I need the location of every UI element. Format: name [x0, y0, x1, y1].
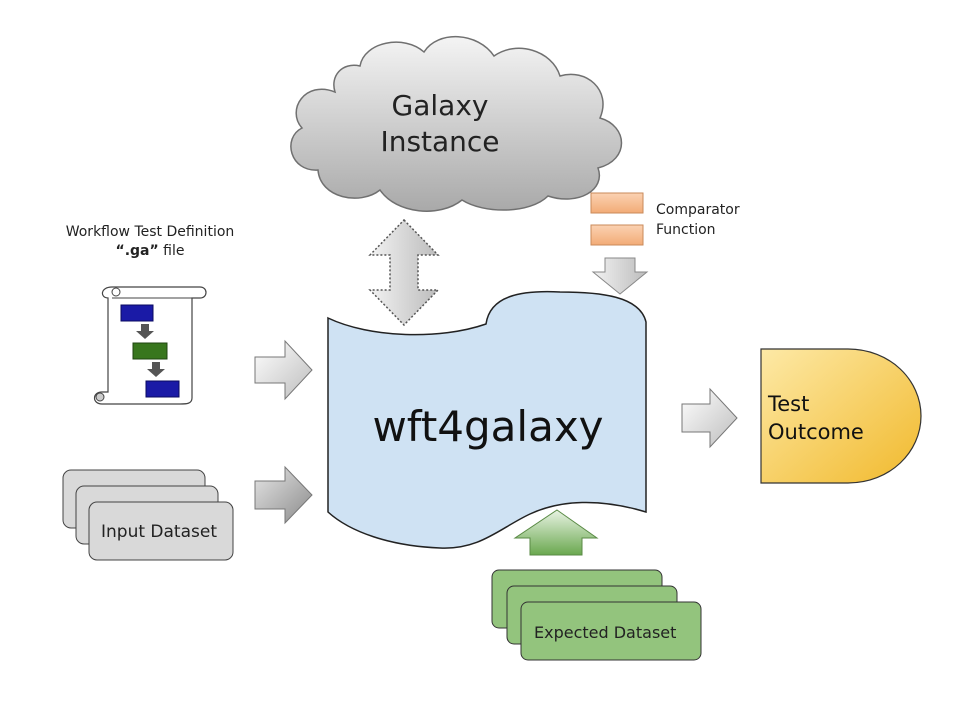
input-to-engine-arrow — [254, 465, 313, 525]
workflow-step-arrow-2 — [147, 362, 165, 377]
test-outcome-shape — [760, 348, 922, 484]
engine-label: wft4galaxy — [372, 402, 604, 451]
galaxy-label-line2: Instance — [380, 125, 500, 158]
comparator-down-arrow — [591, 257, 649, 295]
wft4galaxy-engine — [327, 290, 647, 549]
expected-dataset-stack — [491, 569, 702, 661]
outcome-label-line2: Outcome — [768, 420, 864, 444]
workflow-label-line1: Workflow Test Definition — [65, 224, 235, 240]
workflow-file-ext: “.ga” — [115, 243, 159, 259]
galaxy-instance-cloud — [290, 36, 623, 212]
engine-to-outcome-arrow — [681, 387, 738, 449]
workflow-label-line2: “.ga” file — [44, 242, 256, 261]
galaxy-label-line1: Galaxy — [391, 89, 489, 122]
workflow-to-engine-arrow — [254, 339, 313, 401]
outcome-label-line1: Test — [768, 392, 810, 416]
workflow-step-3 — [145, 380, 180, 398]
input-dataset-label: Input Dataset — [101, 522, 217, 542]
comparator-label-line1: Comparator — [656, 202, 740, 218]
input-dataset-stack — [62, 469, 234, 561]
comparator-function-label: Comparator Function — [656, 200, 740, 240]
galaxy-bidirectional-arrow — [368, 218, 440, 327]
comparator-box-2 — [590, 224, 644, 246]
test-outcome-label: Test Outcome — [768, 390, 864, 446]
comparator-box-1 — [590, 192, 644, 214]
workflow-step-1 — [120, 304, 154, 322]
expected-to-engine-arrow — [513, 509, 599, 556]
workflow-definition-label: Workflow Test Definition “.ga” file — [44, 223, 256, 261]
workflow-step-arrow-1 — [136, 324, 154, 339]
comparator-label-line2: Function — [656, 222, 716, 238]
workflow-file-suffix: file — [158, 243, 185, 259]
workflow-step-2 — [132, 342, 168, 360]
expected-dataset-label: Expected Dataset — [534, 623, 677, 642]
galaxy-instance-label: Galaxy Instance — [350, 88, 530, 160]
